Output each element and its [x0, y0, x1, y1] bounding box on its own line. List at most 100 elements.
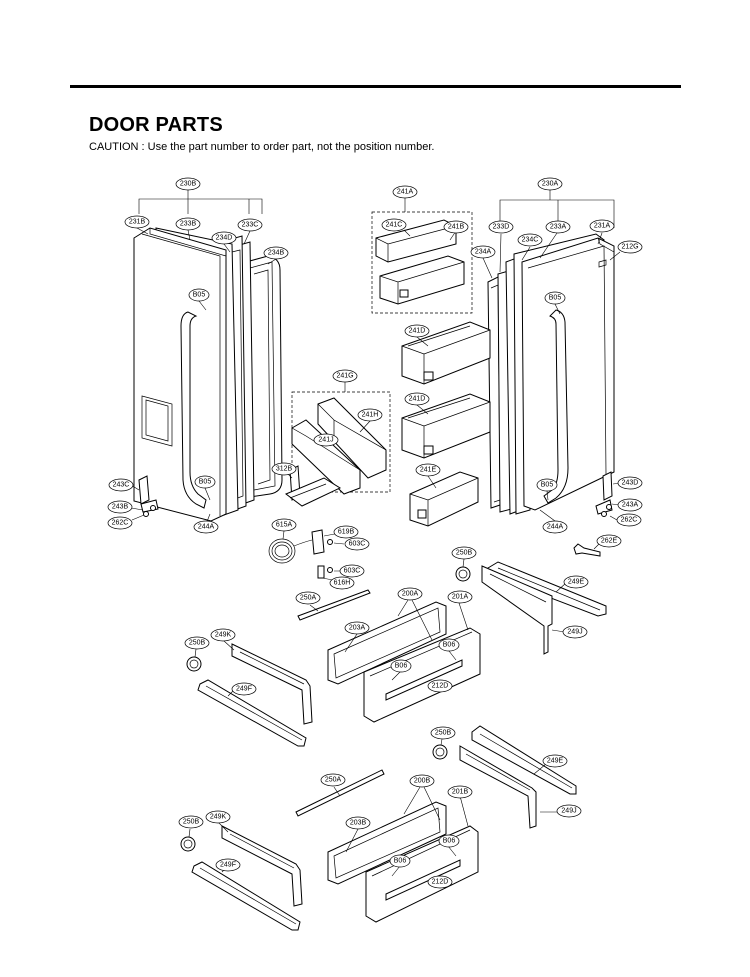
svg-text:241G: 241G — [336, 373, 353, 380]
label-250b-2: 250B — [184, 636, 210, 650]
svg-text:203B: 203B — [350, 820, 367, 827]
label-243c: 243C — [108, 478, 134, 492]
door-bin-241d-lower — [401, 393, 491, 459]
label-241d-1: 241D — [404, 324, 430, 338]
svg-text:234D: 234D — [216, 235, 233, 242]
svg-text:249J: 249J — [561, 808, 576, 815]
label-233c: 233C — [237, 218, 263, 232]
svg-text:B05: B05 — [549, 295, 562, 302]
svg-text:234C: 234C — [522, 237, 539, 244]
label-201b: 201B — [447, 785, 473, 799]
label-233d: 233D — [488, 220, 514, 234]
svg-text:B05: B05 — [541, 482, 554, 489]
svg-text:241J: 241J — [318, 437, 333, 444]
svg-text:249F: 249F — [236, 686, 252, 693]
svg-text:250B: 250B — [456, 550, 473, 557]
label-249e-2: 249E — [542, 754, 568, 768]
label-b05-1: B05 — [188, 288, 210, 302]
svg-text:249F: 249F — [220, 862, 236, 869]
svg-text:312B: 312B — [276, 466, 293, 473]
label-241e: 241E — [415, 463, 441, 477]
svg-text:B06: B06 — [394, 858, 407, 865]
label-615a: 615A — [271, 518, 297, 532]
label-250b-1: 250B — [451, 546, 477, 560]
label-231b: 231B — [124, 215, 150, 229]
label-b06-3: B06 — [438, 834, 460, 848]
label-201a: 201A — [447, 590, 473, 604]
svg-text:231B: 231B — [129, 219, 146, 226]
label-241d-2: 241D — [404, 392, 430, 406]
door-bin-241d-upper — [401, 321, 491, 385]
svg-text:200A: 200A — [402, 591, 419, 598]
svg-text:201A: 201A — [452, 594, 469, 601]
svg-text:B06: B06 — [443, 642, 456, 649]
label-244a-1: 244A — [193, 520, 219, 534]
svg-text:262C: 262C — [112, 520, 129, 527]
svg-text:201B: 201B — [452, 789, 469, 796]
right-door-assembly — [482, 190, 621, 522]
svg-text:212D: 212D — [432, 683, 449, 690]
svg-text:243C: 243C — [113, 482, 130, 489]
drawer-upper-parts — [186, 558, 607, 747]
label-616h: 616H — [329, 576, 355, 590]
label-241a: 241A — [392, 185, 418, 199]
label-200b: 200B — [409, 774, 435, 788]
svg-text:203A: 203A — [349, 625, 366, 632]
label-262e: 262E — [596, 534, 622, 548]
door-bin-241e — [409, 471, 479, 527]
label-250b-3: 250B — [430, 726, 456, 740]
caution-note: CAUTION : Use the part number to order p… — [89, 141, 435, 153]
label-233b: 233B — [175, 217, 201, 231]
svg-text:243A: 243A — [622, 502, 639, 509]
svg-text:241B: 241B — [448, 224, 465, 231]
label-312b: 312B — [271, 462, 297, 476]
svg-text:249K: 249K — [215, 632, 232, 639]
svg-text:241A: 241A — [397, 189, 414, 196]
svg-text:249J: 249J — [567, 629, 582, 636]
svg-text:230A: 230A — [542, 181, 559, 188]
label-b06-4: B06 — [389, 854, 411, 868]
svg-text:234B: 234B — [268, 250, 285, 257]
tray-312b — [283, 465, 342, 507]
bin-group-241g — [291, 382, 391, 495]
svg-text:212D: 212D — [432, 879, 449, 886]
svg-text:250B: 250B — [183, 819, 200, 826]
svg-text:249E: 249E — [568, 579, 585, 586]
svg-text:233B: 233B — [180, 221, 197, 228]
svg-text:244A: 244A — [198, 524, 215, 531]
svg-text:B06: B06 — [395, 663, 408, 670]
svg-text:234A: 234A — [475, 249, 492, 256]
svg-text:241D: 241D — [409, 328, 426, 335]
svg-text:616H: 616H — [334, 580, 351, 587]
label-234a: 234A — [470, 245, 496, 259]
svg-text:603C: 603C — [344, 568, 361, 575]
drawer-lower-parts — [180, 725, 577, 931]
svg-text:250B: 250B — [435, 730, 452, 737]
svg-text:233D: 233D — [493, 224, 510, 231]
label-250a-1: 250A — [295, 591, 321, 605]
label-243a: 243A — [617, 498, 643, 512]
svg-text:615A: 615A — [276, 522, 293, 529]
label-249k-2: 249K — [205, 810, 231, 824]
label-249j-1: 249J — [562, 625, 588, 639]
label-203a: 203A — [344, 621, 370, 635]
label-231a: 231A — [589, 219, 615, 233]
svg-text:262E: 262E — [601, 538, 618, 545]
label-b05-4: B05 — [536, 478, 558, 492]
svg-text:241C: 241C — [386, 222, 403, 229]
svg-text:250A: 250A — [325, 777, 342, 784]
svg-text:230B: 230B — [180, 181, 197, 188]
label-250b-4: 250B — [178, 815, 204, 829]
label-b06-2: B06 — [390, 659, 412, 673]
label-249j-2: 249J — [556, 804, 582, 818]
label-603c-1: 603C — [344, 537, 370, 551]
svg-text:B05: B05 — [193, 292, 206, 299]
svg-text:212G: 212G — [621, 244, 638, 251]
label-241c: 241C — [381, 218, 407, 232]
label-249k-1: 249K — [210, 628, 236, 642]
svg-text:262C: 262C — [621, 517, 638, 524]
svg-text:B05: B05 — [199, 479, 212, 486]
label-243b: 243B — [107, 500, 133, 514]
svg-text:249E: 249E — [547, 758, 564, 765]
